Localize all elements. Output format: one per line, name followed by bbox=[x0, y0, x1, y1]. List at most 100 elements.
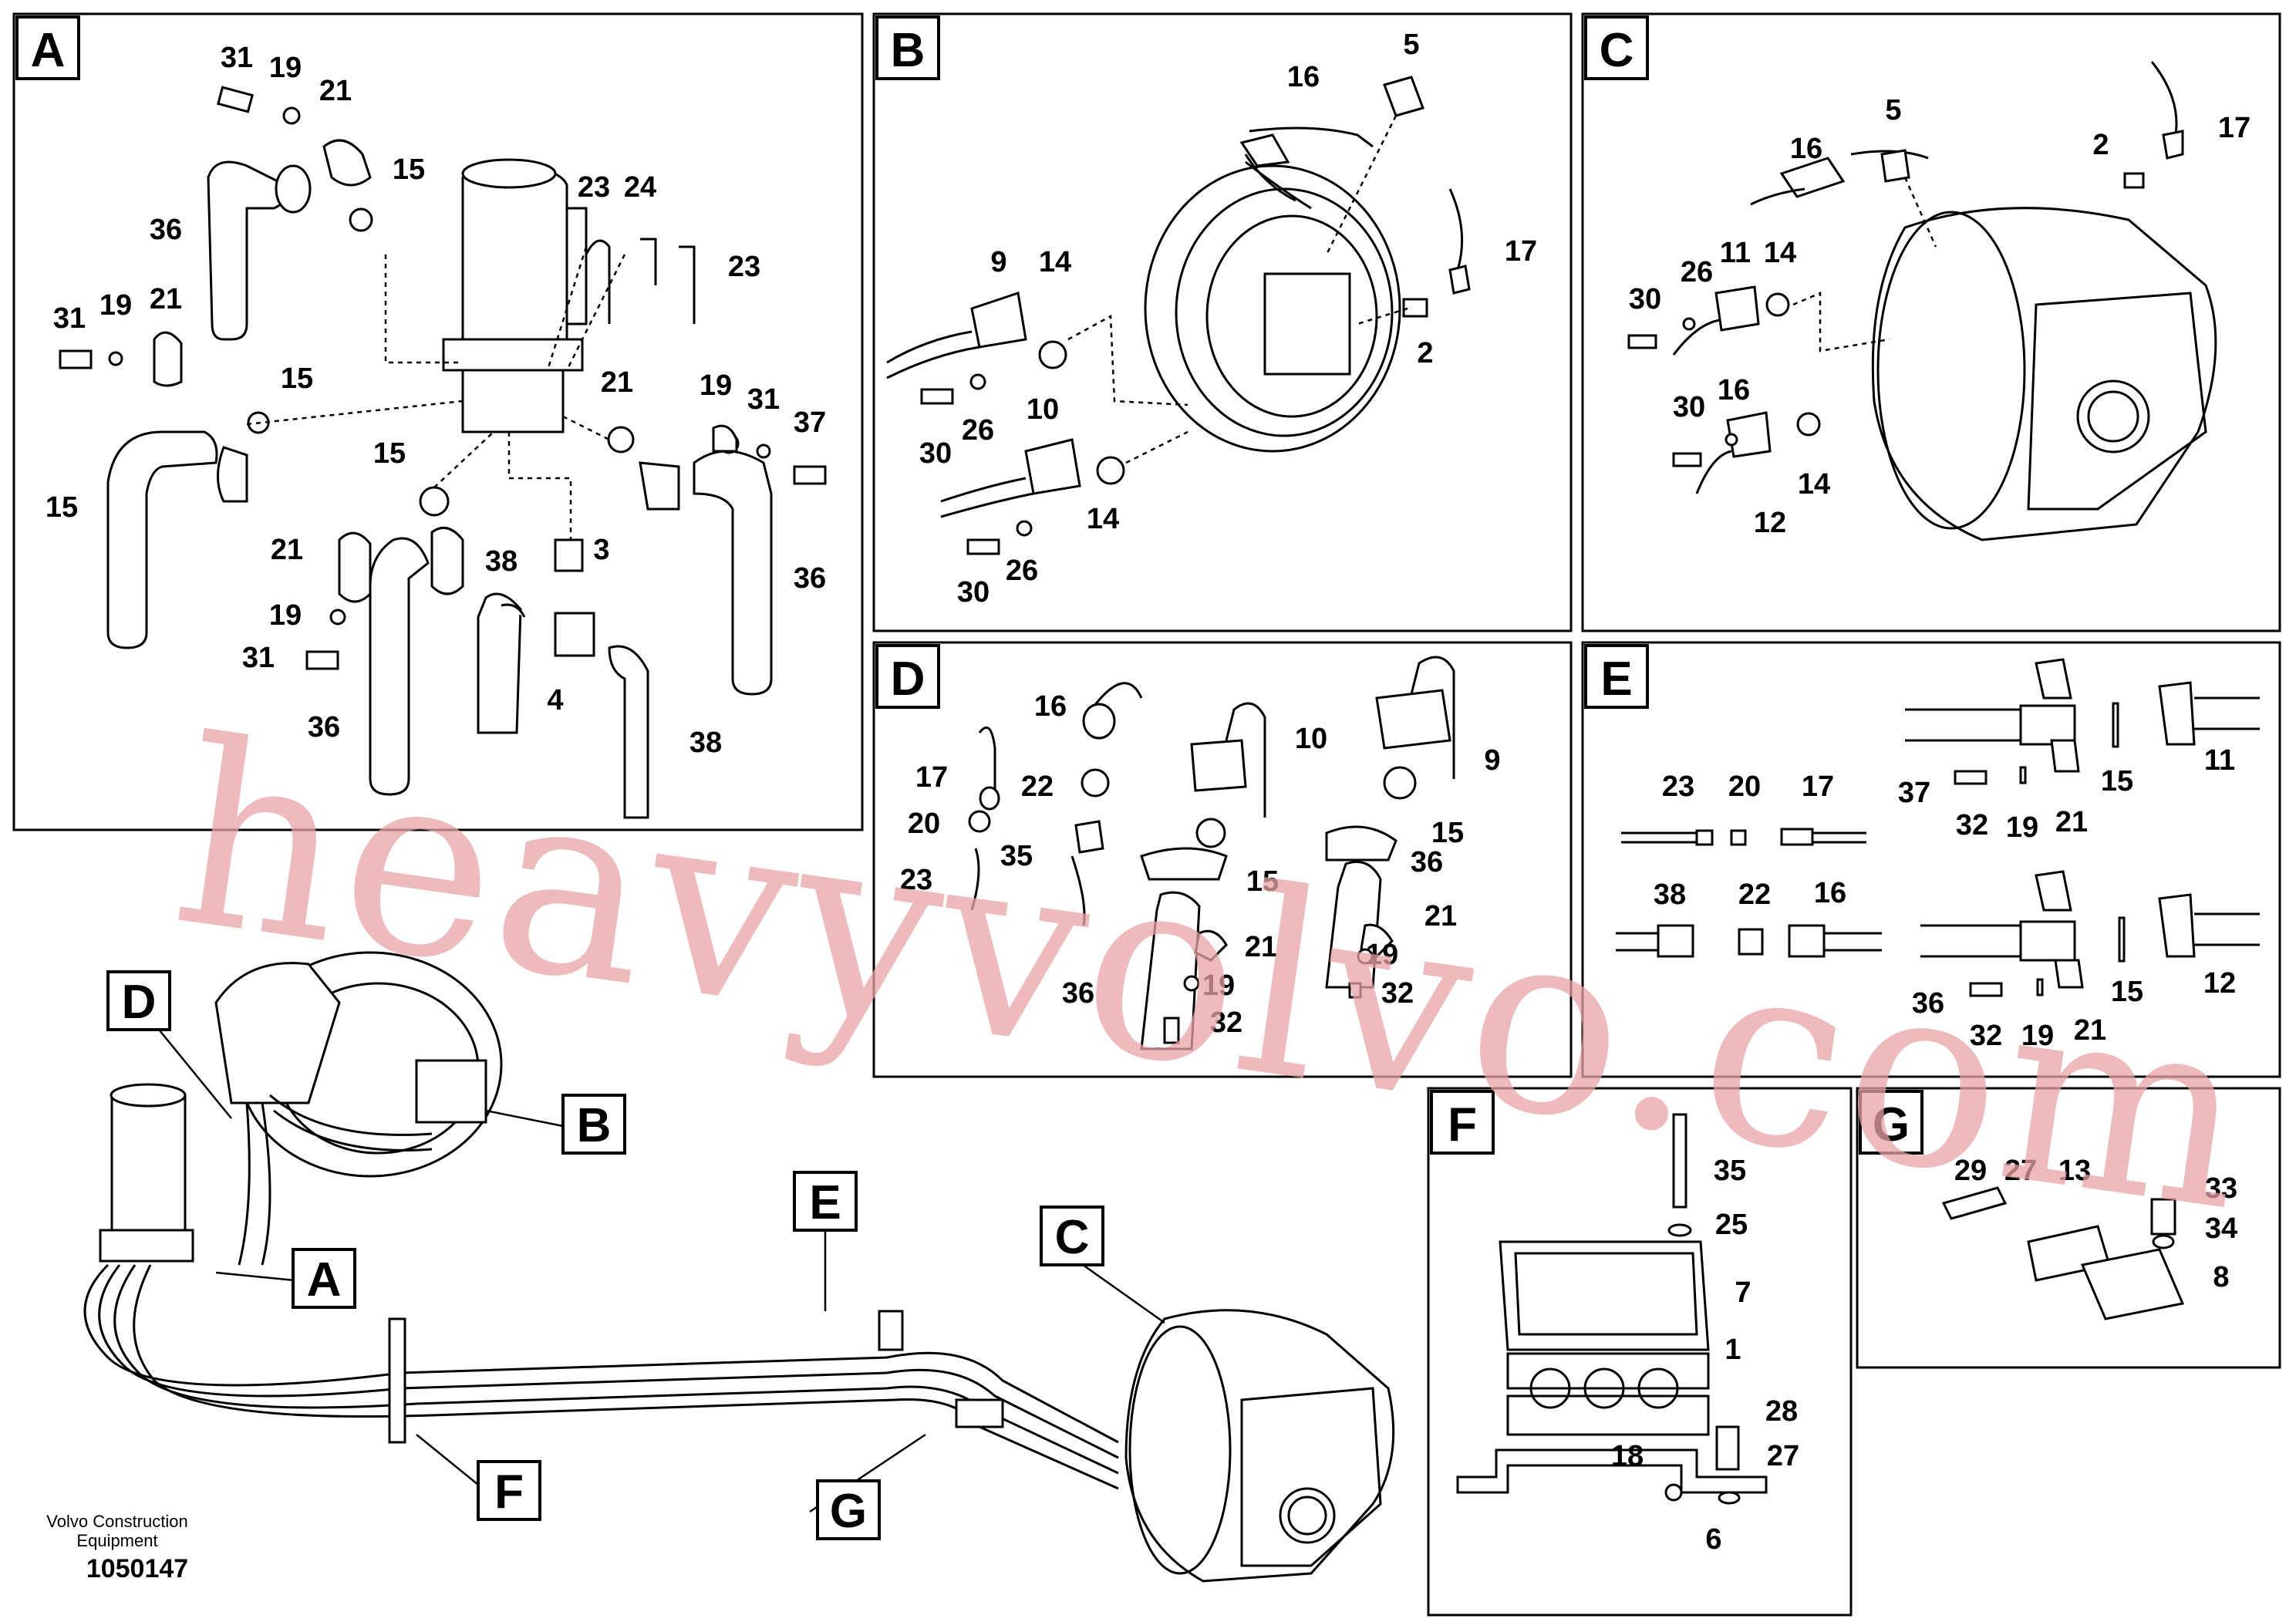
callout-e-19: 19 bbox=[2021, 1020, 2054, 1052]
callout-a-31: 31 bbox=[53, 302, 86, 335]
footer-company-line2: Equipment bbox=[76, 1531, 157, 1550]
callout-e-11: 11 bbox=[2204, 744, 2235, 777]
callout-b-2: 2 bbox=[1417, 337, 1433, 369]
callout-d-21: 21 bbox=[1245, 931, 1277, 963]
callout-f-28: 28 bbox=[1765, 1395, 1798, 1428]
overview-tag-e bbox=[793, 1171, 858, 1232]
overview-tag-a bbox=[292, 1248, 356, 1309]
callout-d-16: 16 bbox=[1034, 690, 1067, 723]
panel-g-tag bbox=[1859, 1090, 1923, 1155]
panel-d: D bbox=[872, 641, 1573, 1078]
callout-a-38: 38 bbox=[689, 727, 722, 759]
callout-g-34: 34 bbox=[2205, 1212, 2237, 1245]
callout-b-30: 30 bbox=[919, 437, 952, 470]
callout-a-38: 38 bbox=[485, 545, 518, 578]
callout-b-14: 14 bbox=[1087, 503, 1119, 535]
callout-c-2: 2 bbox=[2092, 129, 2109, 161]
callout-a-23: 23 bbox=[578, 171, 610, 204]
callout-d-19: 19 bbox=[1202, 969, 1235, 1002]
callout-a-23: 23 bbox=[728, 251, 760, 283]
callout-d-36: 36 bbox=[1411, 846, 1443, 878]
callout-f-7: 7 bbox=[1735, 1276, 1751, 1309]
callout-a-36: 36 bbox=[794, 562, 826, 595]
callout-b-26: 26 bbox=[962, 414, 994, 447]
callout-b-30: 30 bbox=[957, 576, 990, 609]
callout-c-14: 14 bbox=[1764, 237, 1796, 269]
callout-e-20: 20 bbox=[1728, 771, 1761, 803]
callout-a-21: 21 bbox=[150, 283, 182, 315]
callout-g-29: 29 bbox=[1954, 1155, 1987, 1187]
callout-a-21: 21 bbox=[319, 75, 352, 107]
callout-e-21: 21 bbox=[2074, 1014, 2106, 1047]
panel-b: B bbox=[872, 12, 1573, 632]
callout-f-27: 27 bbox=[1767, 1440, 1799, 1472]
callout-d-15: 15 bbox=[1246, 865, 1279, 898]
callout-c-16: 16 bbox=[1718, 374, 1750, 406]
callout-e-38: 38 bbox=[1654, 878, 1686, 911]
callout-e-12: 12 bbox=[2203, 967, 2236, 1000]
callout-d-17: 17 bbox=[915, 761, 948, 794]
callout-g-33: 33 bbox=[2205, 1172, 2237, 1205]
callout-f-35: 35 bbox=[1714, 1155, 1746, 1187]
overview-tag-b bbox=[561, 1094, 626, 1155]
panel-b-letter: B bbox=[891, 24, 925, 77]
callout-b-10: 10 bbox=[1027, 393, 1059, 426]
callout-e-32: 32 bbox=[1970, 1020, 2002, 1052]
callout-a-36: 36 bbox=[308, 711, 340, 744]
callout-b-26: 26 bbox=[1006, 555, 1038, 587]
callout-d-19: 19 bbox=[1366, 939, 1398, 971]
callout-b-16: 16 bbox=[1287, 61, 1320, 93]
callout-c-17: 17 bbox=[2218, 112, 2250, 144]
callout-a-4: 4 bbox=[547, 684, 563, 717]
overview-tag-a-letter: A bbox=[307, 1253, 342, 1307]
callout-d-32: 32 bbox=[1210, 1007, 1242, 1039]
callout-c-16: 16 bbox=[1790, 133, 1822, 165]
callout-a-24: 24 bbox=[624, 171, 656, 204]
callout-c-5: 5 bbox=[1885, 94, 1901, 126]
overview-tag-e-letter: E bbox=[809, 1176, 841, 1229]
callout-d-32: 32 bbox=[1381, 977, 1414, 1010]
callout-d-15: 15 bbox=[1431, 817, 1464, 849]
callout-a-3: 3 bbox=[593, 534, 609, 566]
overview-tag-c bbox=[1040, 1206, 1104, 1266]
panel-f-tag bbox=[1430, 1090, 1495, 1155]
callout-a-21: 21 bbox=[601, 366, 633, 399]
overview-tag-d-letter: D bbox=[122, 976, 157, 1029]
callout-d-9: 9 bbox=[1484, 744, 1500, 777]
callout-e-32: 32 bbox=[1956, 809, 1988, 841]
panel-g-letter: G bbox=[1873, 1098, 1910, 1152]
callout-d-23: 23 bbox=[900, 864, 932, 896]
callout-a-15: 15 bbox=[393, 153, 425, 186]
callout-f-25: 25 bbox=[1715, 1209, 1748, 1241]
callout-b-5: 5 bbox=[1403, 29, 1419, 61]
callout-g-8: 8 bbox=[2213, 1261, 2229, 1293]
callout-c-12: 12 bbox=[1754, 507, 1786, 539]
panel-g: G bbox=[1856, 1087, 2281, 1369]
overview-tag-f bbox=[477, 1460, 541, 1521]
panel-d-tag bbox=[875, 644, 940, 709]
panel-e: E bbox=[1581, 641, 2281, 1078]
callout-b-17: 17 bbox=[1505, 235, 1537, 268]
callout-e-16: 16 bbox=[1814, 877, 1846, 909]
drawing-number: 1050147 bbox=[86, 1554, 188, 1583]
callout-a-19: 19 bbox=[269, 599, 302, 632]
overview-tag-g-letter: G bbox=[830, 1485, 867, 1538]
callout-a-36: 36 bbox=[150, 214, 182, 246]
overview-tag-b-letter: B bbox=[577, 1099, 612, 1152]
overview-tag-c-letter: C bbox=[1055, 1211, 1090, 1264]
callout-f-1: 1 bbox=[1725, 1334, 1741, 1366]
callout-e-37: 37 bbox=[1898, 777, 1930, 809]
overview-tag-d bbox=[106, 970, 171, 1031]
callout-g-13: 13 bbox=[2058, 1155, 2091, 1187]
overview-assembly: D B A E C F G bbox=[83, 951, 1395, 1583]
callout-d-10: 10 bbox=[1295, 723, 1327, 755]
callout-c-14: 14 bbox=[1798, 468, 1830, 501]
callout-g-27: 27 bbox=[2004, 1155, 2037, 1187]
callout-e-36: 36 bbox=[1912, 987, 1944, 1020]
panel-e-letter: E bbox=[1600, 653, 1632, 706]
callout-e-23: 23 bbox=[1662, 771, 1694, 803]
overview-tag-g bbox=[816, 1479, 881, 1540]
panel-f-letter: F bbox=[1448, 1098, 1477, 1152]
panel-f: F bbox=[1427, 1087, 1853, 1617]
